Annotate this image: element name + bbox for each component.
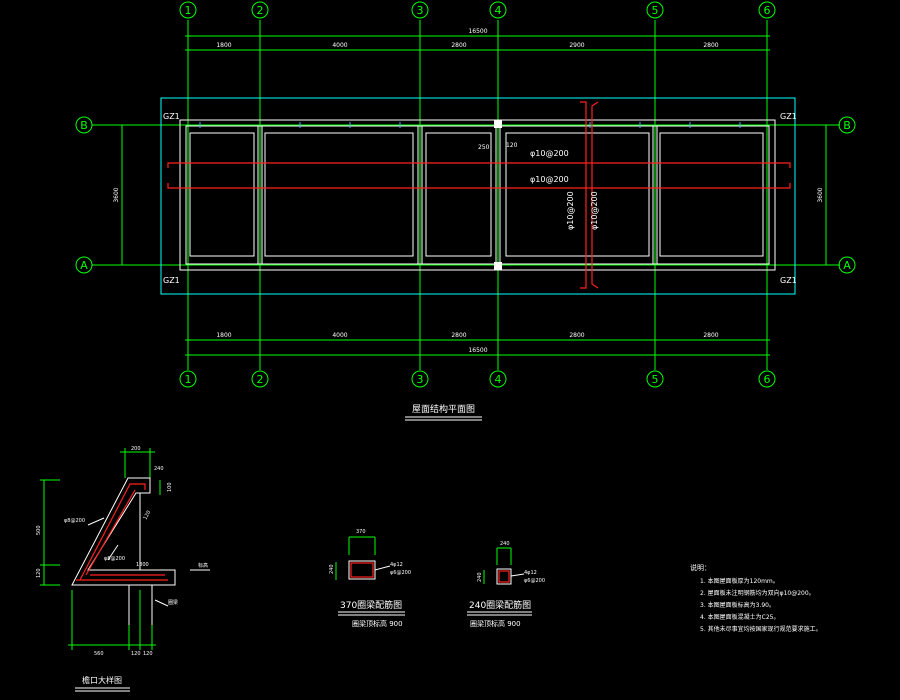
eave-dim-5: 120: [36, 568, 42, 578]
column-label-gz1-tl: GZ1: [163, 112, 180, 121]
eave-label-rebar-1: φ8@200: [64, 518, 85, 524]
side-axis-bubbles: B A B A: [75, 116, 856, 274]
beam-240-subtitle: 圈梁顶标高 900: [470, 619, 521, 628]
rebar-label-h1: φ10@200: [530, 149, 569, 158]
axis-label-right-a: A: [843, 259, 851, 272]
note-4: 4. 本图屋面板混凝土为C25。: [700, 613, 779, 621]
bottom-dimensions: 1800 4000 2800 2800 2800 16500: [185, 332, 770, 356]
axis-label-bottom-5: 5: [652, 373, 659, 386]
notes-title: 说明：: [690, 563, 711, 572]
dim-bottom-seg-2: 4000: [332, 332, 347, 339]
vertical-dimensions: 3600 3600: [113, 125, 827, 265]
dim-top-seg-2: 4000: [332, 42, 347, 49]
dim-bottom-seg-3: 2800: [451, 332, 466, 339]
beam-370-label-stirrup: φ6@200: [390, 570, 411, 576]
beam-370-title: 370圈梁配筋图: [340, 599, 402, 611]
beam-240-section: [483, 547, 525, 585]
notes: 说明： 1. 本图屋面板厚为120mm。 2. 屋面板未注明钢筋均为双向φ10@…: [690, 563, 822, 633]
rebar-label-v2: φ10@200: [590, 191, 599, 230]
column-label-gz1-tr: GZ1: [780, 112, 797, 121]
dim-top-seg-1: 1800: [216, 42, 231, 49]
beam-370-subtitle: 圈梁顶标高 900: [352, 619, 403, 628]
eave-dim-8: 120: [143, 651, 153, 657]
axis-label-top-2: 2: [257, 4, 264, 17]
bottom-axis-bubbles: 1 2 3 4 5 6: [179, 370, 776, 388]
beam-370-label-main: 4φ12: [390, 562, 403, 568]
axis-label-left-a: A: [80, 259, 88, 272]
eave-dim-1: 200: [131, 446, 141, 452]
eave-dim-2: 240: [154, 466, 164, 472]
eave-label-beam: 圈梁: [168, 599, 178, 606]
eave-dim-6: 560: [94, 651, 104, 657]
beam-370-dim-height: 240: [329, 564, 335, 574]
rebar-label-h2: φ10@200: [530, 175, 569, 184]
walls: [179, 119, 776, 271]
small-dim-250: 250: [478, 144, 490, 151]
axis-label-top-3: 3: [417, 4, 424, 17]
dim-bottom-seg-5: 2800: [703, 332, 718, 339]
axis-label-right-b: B: [843, 119, 851, 132]
eave-detail-title: 檐口大样图: [82, 675, 122, 685]
top-axis-bubbles: 1 2 3 4 5 6: [179, 1, 776, 19]
axis-label-bottom-4: 4: [495, 373, 502, 386]
note-5: 5. 其他未尽事宜均按国家现行规范要求施工。: [700, 625, 822, 633]
dim-top-seg-3: 2800: [451, 42, 466, 49]
rebar-ticks: [199, 122, 741, 128]
note-2: 2. 屋面板未注明钢筋均为双向φ10@200。: [700, 589, 815, 597]
axis-label-top-1: 1: [185, 4, 192, 17]
axis-label-top-5: 5: [652, 4, 659, 17]
dim-bottom-seg-1: 1800: [216, 332, 231, 339]
axis-label-left-b: B: [80, 119, 88, 132]
eave-detail: [40, 448, 210, 650]
beam-240-dim-width: 240: [500, 541, 510, 547]
beam-240-label-main: 4φ12: [524, 570, 537, 576]
dim-vertical-left: 3600: [113, 187, 120, 202]
dim-top-total: 16500: [468, 28, 487, 35]
roof-outline: [160, 97, 796, 295]
column-label-gz1-br: GZ1: [780, 276, 797, 285]
small-dim-120: 120: [506, 142, 518, 149]
axis-label-bottom-1: 1: [185, 373, 192, 386]
dim-bottom-total: 16500: [468, 347, 487, 354]
eave-label-rebar-2: φ8@200: [104, 556, 125, 562]
dim-top-seg-5: 2800: [703, 42, 718, 49]
dim-bottom-seg-4: 2800: [569, 332, 584, 339]
dim-top-seg-4: 2900: [569, 42, 584, 49]
axis-label-top-4: 4: [495, 4, 502, 17]
column-label-gz1-bl: GZ1: [163, 276, 180, 285]
eave-dim-9: 120: [142, 510, 152, 521]
axis-label-bottom-6: 6: [764, 373, 771, 386]
beam-240-title: 240圈梁配筋图: [469, 599, 531, 611]
dim-vertical-right: 3600: [817, 187, 824, 202]
beam-370-section: [335, 536, 391, 580]
note-1: 1. 本图屋面板厚为120mm。: [700, 577, 779, 585]
eave-dim-10: 1800: [136, 562, 149, 568]
eave-label-elevation: 标高: [198, 562, 208, 569]
grid-axes: [92, 20, 840, 370]
beam-370-dim-width: 370: [356, 529, 366, 535]
rebar-lines: [167, 101, 791, 289]
eave-dim-7: 120: [131, 651, 141, 657]
rebar-label-v1: φ10@200: [566, 191, 575, 230]
axis-label-top-6: 6: [764, 4, 771, 17]
eave-dim-3: 100: [167, 482, 173, 492]
beam-240-dim-height: 240: [477, 572, 483, 582]
axis-label-bottom-2: 2: [257, 373, 264, 386]
eave-dim-4: 500: [36, 525, 42, 535]
note-3: 3. 本图屋面板标高为3.90。: [700, 601, 775, 609]
beam-240-label-stirrup: φ6@200: [524, 578, 545, 584]
axis-label-bottom-3: 3: [417, 373, 424, 386]
plan-title: 屋面结构平面图: [412, 403, 475, 415]
top-dimensions: 16500 1800 4000 2800 2900 2800: [185, 28, 770, 51]
